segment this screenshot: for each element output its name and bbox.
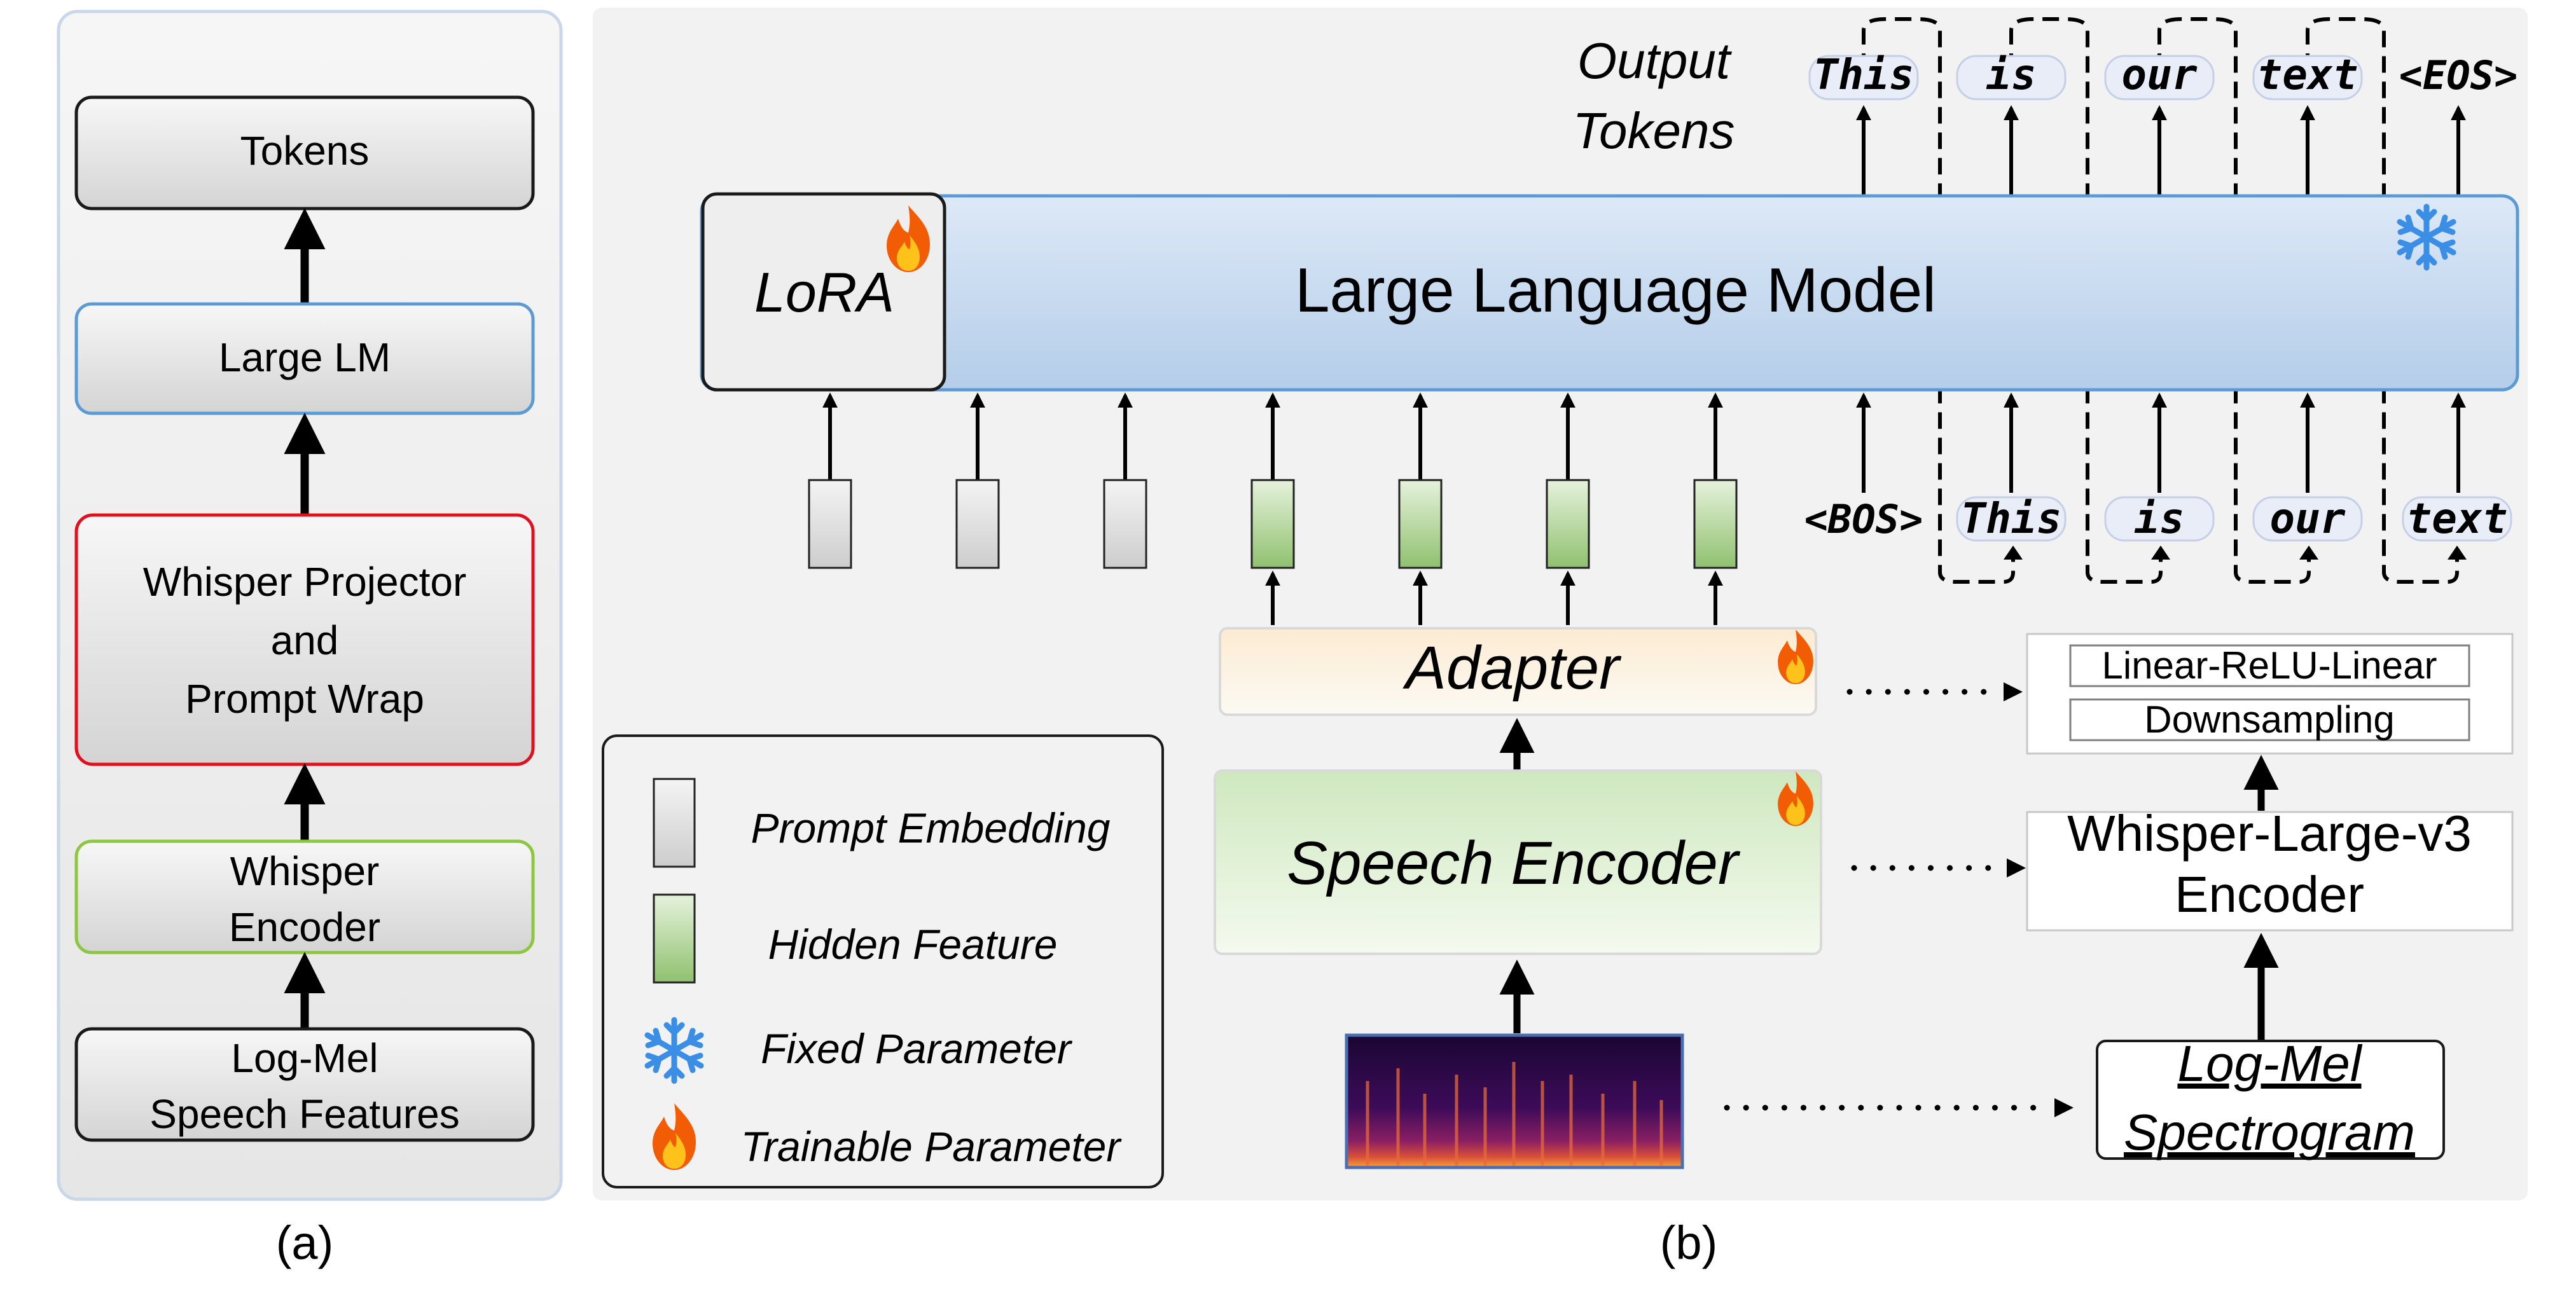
adapter-detail-linear: Linear-ReLU-Linear	[2102, 644, 2437, 687]
whisper-large-encoder-line1: Whisper-Large-v3	[2067, 805, 2472, 862]
lora-label: LoRA	[754, 261, 894, 324]
block-tokens-label: Tokens	[240, 128, 370, 174]
prompt-embedding-bar	[808, 479, 852, 569]
lora-block: LoRA	[701, 192, 946, 392]
prompt-embedding-bar	[1103, 479, 1147, 569]
input-token: text	[2407, 494, 2508, 543]
block-tokens: Tokens	[74, 95, 535, 210]
block-speech-features-line2: Speech Features	[149, 1091, 459, 1137]
hidden-feature-bar	[1693, 479, 1738, 569]
block-speech-features-line1: Log-Mel	[231, 1035, 378, 1081]
block-whisper-encoder-line1: Whisper	[230, 848, 380, 894]
input-tokens: <BOS> This is our text	[1804, 392, 2512, 543]
legend: Prompt Embedding Hidden Feature Fixed Pa…	[602, 734, 1164, 1188]
hidden-feature-bar	[1546, 479, 1590, 569]
arrows-to-output	[1856, 105, 2466, 196]
panel-a: Tokens Large LM Whisper Projector and Pr…	[57, 10, 563, 1269]
legend-hidden-swatch	[653, 893, 696, 984]
block-whisper-encoder: Whisper Encoder	[74, 839, 535, 954]
caption-b: (b)	[1660, 1216, 1717, 1269]
legend-frame	[602, 734, 1164, 1188]
logmel-line2: Spectrogram	[2124, 1104, 2415, 1160]
block-projector-line1: Whisper Projector	[143, 559, 467, 605]
embedding-column	[808, 392, 1738, 569]
adapter-detail-downsampling: Downsampling	[2144, 698, 2395, 741]
legend-prompt-swatch	[653, 778, 696, 868]
dotted-arrowheads	[2004, 682, 2074, 1117]
legend-trainable-parameter: Trainable Parameter	[741, 1123, 1123, 1170]
speech-encoder-block: Speech Encoder	[1214, 769, 1822, 955]
adapter-detail-box: Linear-ReLU-Linear Downsampling	[2026, 633, 2514, 755]
legend-prompt-embedding: Prompt Embedding	[751, 804, 1111, 851]
whisper-large-encoder-box: Whisper-Large-v3 Encoder	[2026, 805, 2514, 932]
block-speech-features: Log-Mel Speech Features	[74, 1027, 535, 1142]
block-projector-line2: and	[271, 617, 339, 663]
output-tokens-label-line1: Output	[1577, 32, 1732, 89]
output-token: text	[2257, 50, 2358, 99]
output-tokens-label-line2: Tokens	[1573, 102, 1735, 159]
input-token-bos: <BOS>	[1804, 496, 1923, 542]
spectrogram-image	[1345, 1033, 1684, 1169]
block-large-lm: Large LM	[74, 302, 535, 415]
llm-block: Large Language Model	[700, 194, 2519, 392]
panel-b: Output Tokens This is our text <EOS>	[593, 8, 2528, 1269]
loop-arrowheads	[2004, 546, 2467, 560]
prompt-embedding-bar	[955, 479, 1000, 569]
adapter-block: Adapter	[1219, 627, 1817, 716]
output-token: our	[2121, 50, 2197, 99]
logmel-spectrogram-box: Log-Mel Spectrogram	[2096, 1035, 2445, 1160]
caption-a: (a)	[276, 1216, 333, 1269]
speech-encoder-label: Speech Encoder	[1287, 829, 1741, 897]
logmel-line1: Log-Mel	[2177, 1035, 2362, 1092]
input-token: our	[2269, 494, 2345, 543]
output-token: is	[1986, 50, 2036, 99]
hidden-feature-bar	[1398, 479, 1443, 569]
legend-fixed-parameter: Fixed Parameter	[761, 1025, 1073, 1072]
arrows-adapter-to-features	[1265, 570, 1723, 625]
block-large-lm-label: Large LM	[219, 334, 391, 380]
dotted-connectors	[1724, 689, 2045, 1111]
block-whisper-encoder-line2: Encoder	[229, 904, 380, 950]
block-projector-line3: Prompt Wrap	[185, 676, 424, 722]
output-token-eos: <EOS>	[2399, 52, 2518, 99]
whisper-large-encoder-line2: Encoder	[2175, 866, 2364, 923]
block-projector: Whisper Projector and Prompt Wrap	[74, 513, 535, 766]
adapter-label: Adapter	[1402, 634, 1622, 702]
hidden-feature-bar	[1250, 479, 1295, 569]
llm-label: Large Language Model	[1295, 255, 1936, 325]
legend-hidden-feature: Hidden Feature	[768, 921, 1058, 968]
input-token: This	[1961, 494, 2062, 543]
input-token: is	[2134, 494, 2184, 543]
output-token: This	[1813, 50, 1915, 99]
output-tokens: This is our text <EOS>	[1808, 50, 2518, 100]
